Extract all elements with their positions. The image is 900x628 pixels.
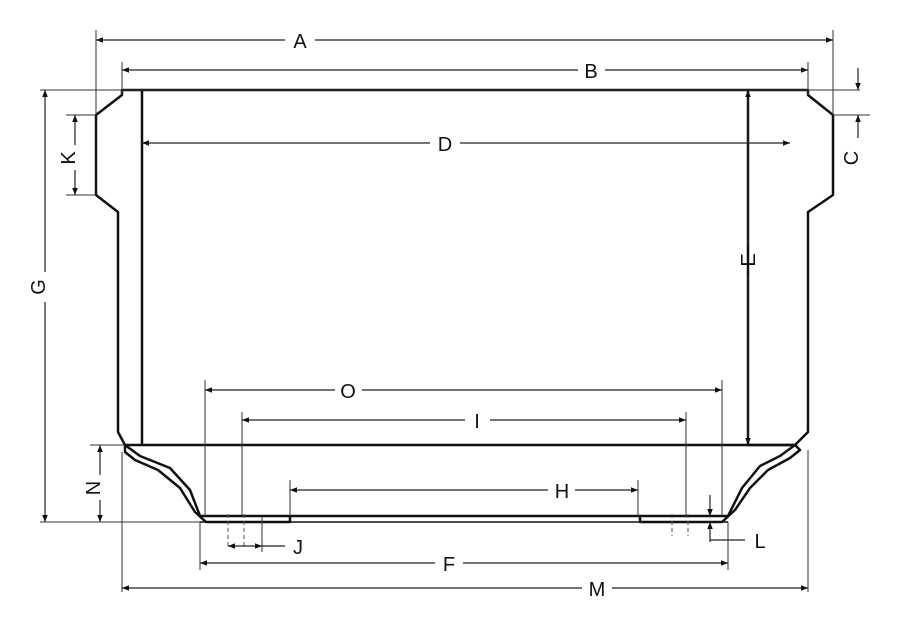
dimension-label-a: A [293,31,307,53]
right-bottom-flange [638,443,802,524]
left-bottom-flange [123,443,292,524]
dimension-label-b: B [584,61,597,83]
dimension-label-h: H [555,481,569,503]
dimension-label-d: D [438,134,452,156]
dimension-label-e: E [738,253,760,266]
left-wall-section [94,88,144,447]
dimension-label-o: O [340,381,356,403]
dimension-label-n: N [83,481,105,495]
dimension-label-g: G [28,279,50,295]
dimension-label-c: C [841,151,863,165]
dimension-label-j: J [293,537,303,559]
dimension-label-i: I [474,411,480,433]
dimension-label-l: L [754,531,765,553]
dimension-label-k: K [58,151,80,165]
dimension-label-m: M [589,579,606,601]
dimension-label-f: F [443,554,455,576]
